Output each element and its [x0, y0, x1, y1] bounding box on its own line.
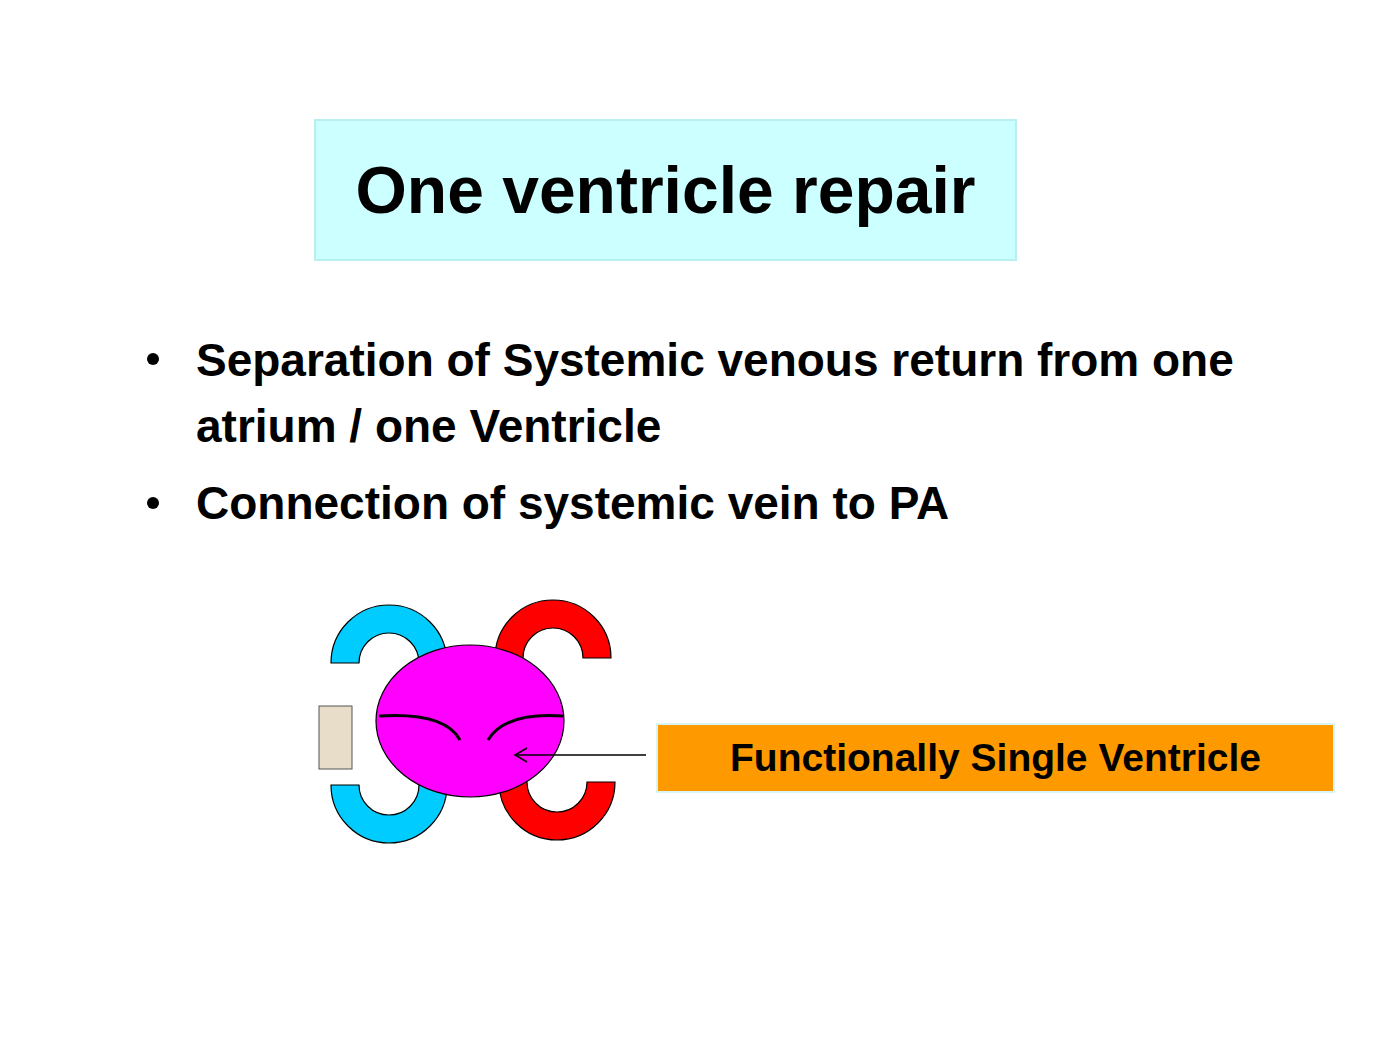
valve-line — [379, 716, 460, 741]
single-ventricle — [376, 645, 564, 797]
bullet-text: Separation of Systemic venous return fro… — [196, 327, 1246, 459]
leader-line — [515, 754, 646, 756]
bullet-dot — [147, 353, 159, 365]
title-box: One ventricle repair — [314, 119, 1017, 261]
leader-arrowhead — [515, 748, 527, 762]
conduit-patch — [319, 706, 352, 769]
arterial-channel — [495, 600, 611, 658]
label-box: Functionally Single Ventricle — [656, 723, 1335, 793]
valve-line — [488, 716, 563, 741]
label-text: Functionally Single Ventricle — [730, 736, 1261, 780]
title-text: One ventricle repair — [356, 152, 976, 228]
bullet-dot — [147, 497, 159, 509]
bullet-text: Connection of systemic vein to PA — [196, 470, 1246, 536]
arterial-channel — [499, 782, 615, 840]
venous-channel — [331, 785, 447, 843]
